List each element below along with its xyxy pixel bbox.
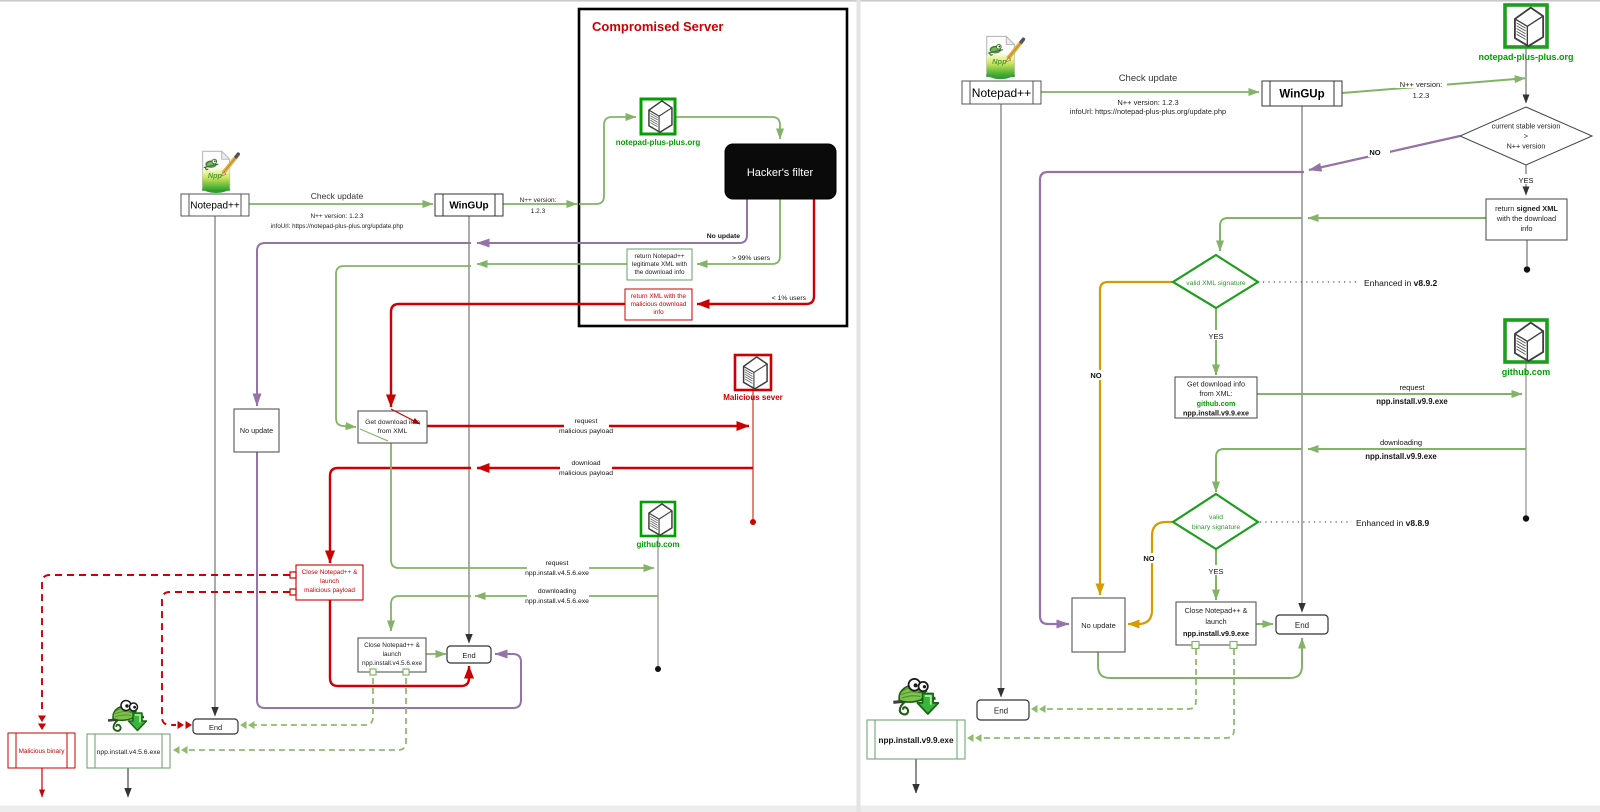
svg-text:valid: valid — [1209, 514, 1223, 521]
svg-text:No update: No update — [240, 426, 273, 435]
svg-text:Malicious sever: Malicious sever — [723, 393, 783, 402]
svg-text:notepad-plus-plus.org: notepad-plus-plus.org — [616, 138, 701, 147]
svg-text:with the download: with the download — [1496, 214, 1556, 223]
svg-text:binary signature: binary signature — [1192, 524, 1241, 531]
svg-text:launch: launch — [383, 651, 402, 658]
svg-text:Enhanced in v8.8.9: Enhanced in v8.8.9 — [1356, 518, 1430, 528]
svg-text:Close Notepad++ &: Close Notepad++ & — [364, 642, 421, 649]
svg-text:Get download info: Get download info — [365, 419, 420, 426]
svg-text:from XML: from XML — [378, 428, 408, 435]
svg-text:return Notepad++: return Notepad++ — [634, 253, 684, 260]
svg-text:npp.install.v9.9.exe: npp.install.v9.9.exe — [1183, 409, 1249, 418]
svg-text:End: End — [209, 723, 222, 732]
svg-text:End: End — [462, 651, 475, 660]
svg-text:infoUrl: https://notepad-plus-: infoUrl: https://notepad-plus-plus.org/u… — [271, 223, 404, 230]
svg-text:YES: YES — [1208, 567, 1223, 576]
svg-text:github.com: github.com — [1197, 399, 1236, 408]
svg-text:N++ version: 1.2.3: N++ version: 1.2.3 — [1117, 98, 1178, 107]
svg-text:download: download — [571, 460, 600, 467]
svg-text:YES: YES — [1208, 332, 1223, 341]
svg-text:info: info — [653, 309, 664, 316]
svg-text:Check update: Check update — [311, 191, 364, 201]
svg-text:npp.install.v9.9.exe: npp.install.v9.9.exe — [1376, 397, 1448, 406]
svg-text:request: request — [575, 418, 598, 425]
svg-text:End: End — [994, 707, 1008, 716]
svg-text:github.com: github.com — [636, 540, 679, 549]
svg-text:1.2.3: 1.2.3 — [531, 208, 546, 215]
svg-text:downloading: downloading — [1380, 438, 1422, 447]
svg-text:malicious payload: malicious payload — [559, 428, 613, 435]
svg-text:infoUrl: https://notepad-plus-: infoUrl: https://notepad-plus-plus.org/u… — [1070, 107, 1226, 116]
svg-text:YES: YES — [1518, 176, 1533, 185]
svg-text:the download info: the download info — [634, 269, 685, 276]
svg-text:return signed XML: return signed XML — [1495, 204, 1558, 213]
svg-text:Check update: Check update — [1119, 73, 1178, 84]
svg-text:request: request — [546, 560, 569, 567]
svg-text:WinGUp: WinGUp — [1279, 89, 1324, 101]
svg-text:Malicious binary: Malicious binary — [19, 748, 66, 755]
svg-text:downloading: downloading — [538, 588, 576, 595]
svg-text:current stable version: current stable version — [1492, 122, 1561, 131]
svg-text:NO: NO — [1369, 148, 1380, 157]
svg-text:notepad-plus-plus.org: notepad-plus-plus.org — [1479, 52, 1574, 62]
svg-text:npp.install.v4.5.6.exe: npp.install.v4.5.6.exe — [362, 660, 422, 667]
svg-text:Notepad++: Notepad++ — [190, 201, 240, 212]
svg-text:npp.install.v9.9.exe: npp.install.v9.9.exe — [878, 736, 954, 745]
svg-text:legitimate XML with: legitimate XML with — [632, 261, 688, 268]
svg-text:NO: NO — [1090, 371, 1101, 380]
svg-text:npp.install.v9.9.exe: npp.install.v9.9.exe — [1365, 452, 1437, 461]
svg-text:N++ version: N++ version — [1507, 142, 1546, 151]
svg-text:launch: launch — [1205, 617, 1226, 626]
svg-text:No update: No update — [707, 233, 740, 240]
svg-text:Get download info: Get download info — [1187, 380, 1245, 389]
svg-text:>: > — [1524, 132, 1528, 141]
svg-text:N++ version: 1.2.3: N++ version: 1.2.3 — [310, 213, 363, 220]
svg-text:malicious payload: malicious payload — [304, 587, 355, 594]
svg-text:< 1% users: < 1% users — [772, 295, 807, 302]
svg-text:npp.install.v4.5.6.exe: npp.install.v4.5.6.exe — [525, 598, 589, 605]
svg-text:Compromised Server: Compromised Server — [592, 19, 724, 34]
svg-text:npp.install.v4.5.6.exe: npp.install.v4.5.6.exe — [97, 749, 161, 756]
svg-text:Notepad++: Notepad++ — [972, 86, 1031, 100]
svg-text:1.2.3: 1.2.3 — [1413, 91, 1430, 100]
svg-text:N++ version:: N++ version: — [1400, 80, 1443, 89]
svg-text:launch: launch — [320, 578, 339, 585]
svg-text:Enhanced in v8.9.2: Enhanced in v8.9.2 — [1364, 278, 1438, 288]
svg-text:NO: NO — [1143, 554, 1154, 563]
svg-text:valid XML signature: valid XML signature — [1186, 280, 1246, 287]
svg-text:WinGUp: WinGUp — [449, 201, 488, 212]
svg-text:Hacker's filter: Hacker's filter — [747, 167, 814, 179]
svg-text:End: End — [1295, 621, 1309, 630]
svg-text:Close Notepad++ &: Close Notepad++ & — [302, 569, 359, 576]
svg-text:info: info — [1521, 224, 1533, 233]
svg-text:Close Notepad++ &: Close Notepad++ & — [1185, 606, 1248, 615]
svg-text:from XML:: from XML: — [1199, 389, 1232, 398]
svg-text:request: request — [1399, 383, 1425, 392]
svg-text:github.com: github.com — [1502, 367, 1551, 377]
svg-text:return XML with the: return XML with the — [631, 293, 687, 300]
svg-text:> 99% users: > 99% users — [732, 255, 771, 262]
svg-text:npp.install.v9.9.exe: npp.install.v9.9.exe — [1183, 629, 1249, 638]
svg-text:malicious payload: malicious payload — [559, 470, 613, 477]
svg-text:malicious download: malicious download — [631, 301, 687, 308]
svg-text:N++ version:: N++ version: — [520, 197, 557, 204]
svg-text:npp.install.v4.5.6.exe: npp.install.v4.5.6.exe — [525, 570, 589, 577]
svg-text:No update: No update — [1081, 621, 1116, 630]
